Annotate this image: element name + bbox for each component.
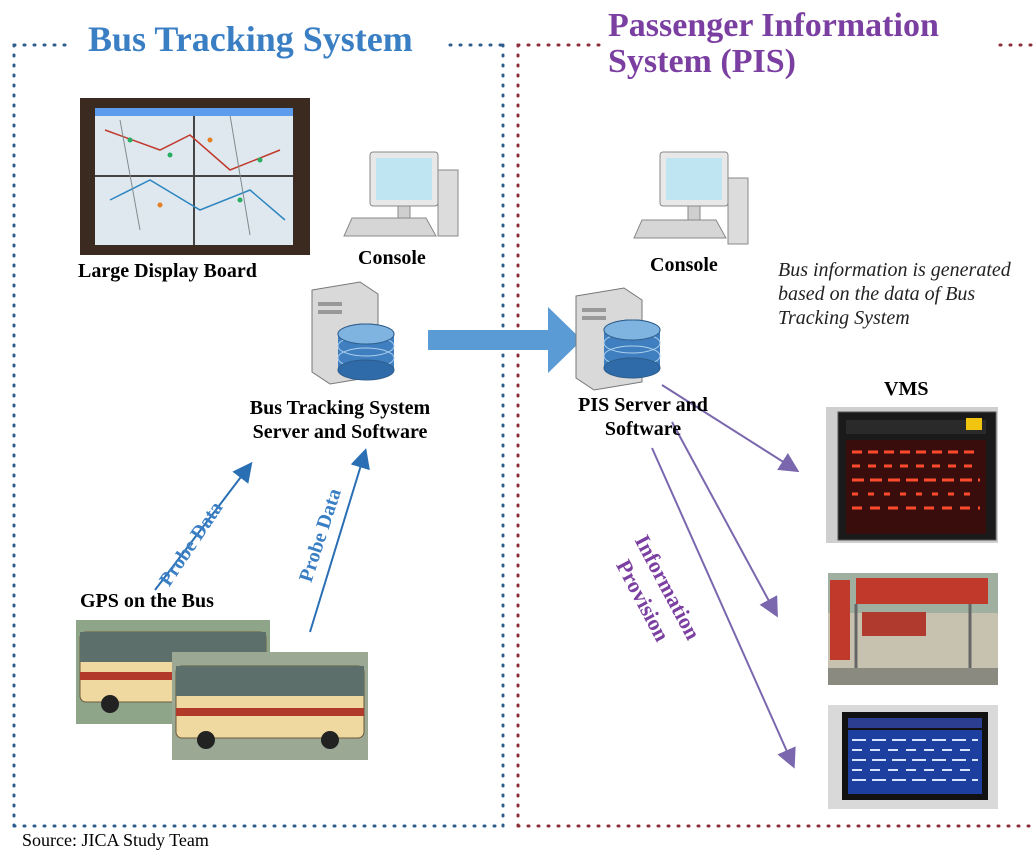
bts-title: Bus Tracking System bbox=[88, 19, 413, 59]
vms-sign-photo bbox=[826, 407, 998, 543]
pis-title: Passenger Information System (PIS) bbox=[608, 8, 939, 80]
bus-photo-2 bbox=[172, 652, 368, 760]
pis-server-icon bbox=[575, 287, 661, 391]
gps-label: GPS on the Bus bbox=[80, 590, 214, 612]
large-display-board-image bbox=[80, 98, 310, 255]
indoor-display-photo bbox=[828, 705, 998, 809]
pis-console-icon bbox=[633, 151, 749, 245]
probe-arrow-2 bbox=[309, 448, 370, 633]
vms-label: VMS bbox=[884, 378, 929, 400]
bts-region-border bbox=[12, 43, 505, 828]
pis-server-label-line1: PIS Server and bbox=[578, 394, 708, 416]
large-display-board-label: Large Display Board bbox=[78, 260, 257, 282]
bts-console-icon bbox=[343, 151, 459, 237]
pis-title-line2: System (PIS) bbox=[608, 43, 796, 80]
pis-region-border bbox=[516, 43, 1035, 828]
pis-title-line1: Passenger Information bbox=[608, 7, 939, 44]
info-arrow-busstop bbox=[671, 421, 778, 618]
pis-note: Bus information is generated based on th… bbox=[778, 259, 1011, 329]
source-note: Source: JICA Study Team bbox=[22, 830, 209, 850]
info-arrow-vms bbox=[661, 384, 800, 473]
bts-server-label-line2: Server and Software bbox=[252, 421, 428, 443]
data-transfer-arrow bbox=[428, 307, 582, 373]
pis-console-label: Console bbox=[650, 254, 718, 276]
info-arrow-indoor bbox=[651, 447, 796, 769]
bus-stop-photo bbox=[828, 573, 998, 685]
pis-server-label-line2: Software bbox=[604, 418, 682, 440]
bts-server-label-line1: Bus Tracking System bbox=[249, 397, 431, 419]
bts-server-icon bbox=[311, 281, 395, 385]
bts-console-label: Console bbox=[358, 247, 426, 269]
bts-server-label: Bus Tracking System Server and Software bbox=[210, 396, 470, 444]
probe-arrow-1 bbox=[154, 461, 253, 591]
pis-server-label: PIS Server and Software bbox=[548, 393, 738, 441]
